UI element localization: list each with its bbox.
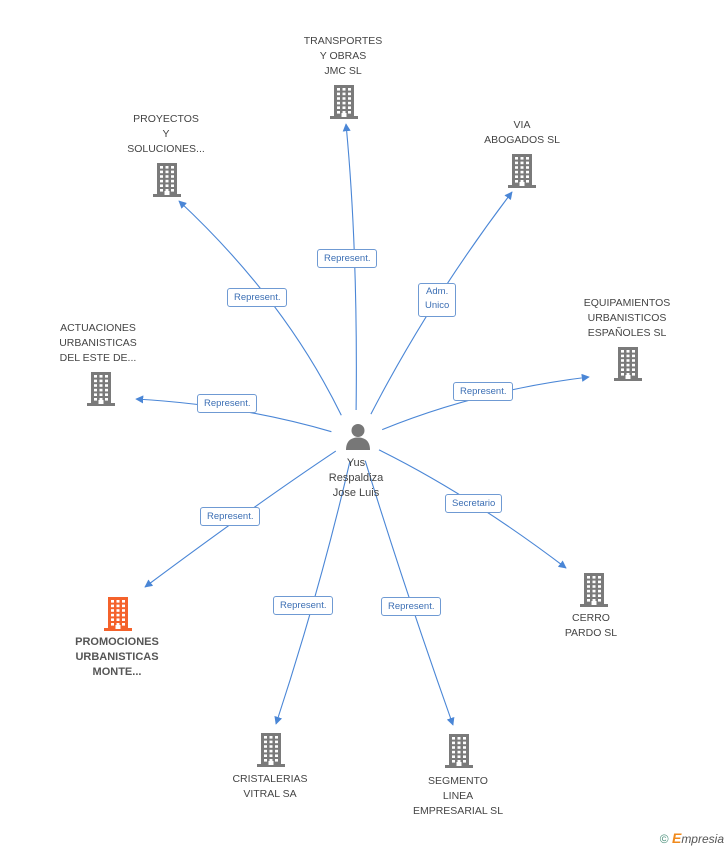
relation-label-text: Represent.	[207, 511, 254, 522]
relation-label-text: Represent.	[280, 600, 327, 611]
company-name-line: CERRO	[572, 612, 610, 624]
building-icon	[153, 163, 181, 197]
relation-label-transportes[interactable]: Represent.	[317, 249, 378, 268]
center-person-label: Yus Respaldiza Jose Luis	[271, 456, 441, 501]
relation-label-via[interactable]: Adm. Unico	[418, 283, 457, 317]
company-name-label: EQUIPAMIENTOS URBANISTICOS ESPAÑOLES SL	[542, 296, 712, 341]
relation-label-text: Represent.	[234, 292, 281, 303]
company-name-line: Y	[162, 128, 170, 140]
building-icon	[330, 85, 358, 119]
company-name-line: ACTUACIONES	[60, 322, 136, 334]
relation-label-text: Represent.	[204, 398, 251, 409]
empresia-logo-text: mpresia	[681, 832, 724, 846]
company-name-line: MONTE...	[92, 666, 142, 678]
relation-label-text: Represent.	[324, 253, 371, 264]
center-label-line: Jose Luis	[332, 487, 380, 499]
relation-label-promociones[interactable]: Represent.	[200, 507, 261, 526]
relation-label-text: Adm.	[426, 286, 449, 297]
company-name-line: TRANSPORTES	[303, 35, 383, 47]
building-icon	[614, 347, 642, 381]
company-name-label: SEGMENTO LINEA EMPRESARIAL SL	[373, 774, 543, 819]
company-name-line: URBANISTICAS	[75, 651, 159, 663]
relation-label-text: Secretario	[452, 498, 496, 509]
company-name-label: PROYECTOS Y SOLUCIONES...	[81, 112, 251, 157]
center-label-line: Respaldiza	[328, 472, 384, 484]
company-name-line: VIA	[513, 119, 531, 131]
company-name-line: JMC SL	[324, 65, 362, 77]
company-name-line: SOLUCIONES...	[127, 143, 205, 155]
company-name-line: DEL ESTE DE...	[59, 352, 137, 364]
empresia-copyright: © Empresia	[660, 830, 724, 846]
company-name-line: LINEA	[442, 790, 474, 802]
edge-proyectos	[178, 200, 342, 416]
company-name-label: PROMOCIONES URBANISTICAS MONTE...	[32, 635, 202, 680]
edge-cristalerias	[274, 460, 351, 725]
building-icon	[257, 733, 285, 767]
company-name-line: VITRAL SA	[243, 788, 297, 800]
relation-label-equipamientos[interactable]: Represent.	[453, 382, 514, 401]
center-label-line: Yus	[346, 457, 366, 469]
company-name-line: ESPAÑOLES SL	[587, 327, 667, 339]
company-name-line: SEGMENTO	[428, 775, 488, 787]
copyright-symbol: ©	[659, 832, 669, 846]
company-name-line: EMPRESARIAL SL	[412, 805, 504, 817]
company-name-line: URBANISTICAS	[59, 337, 137, 349]
relation-label-segmento[interactable]: Represent.	[381, 597, 442, 616]
relation-label-proyectos[interactable]: Represent.	[227, 288, 288, 307]
building-icon	[508, 154, 536, 188]
company-name-line: ABOGADOS SL	[484, 134, 560, 146]
relation-label-text: Unico	[425, 300, 450, 311]
person-icon	[346, 424, 370, 450]
empresia-logo-initial: E	[671, 830, 682, 846]
building-icon	[87, 372, 115, 406]
company-name-line: URBANISTICOS	[587, 312, 667, 324]
relation-label-cristalerias[interactable]: Represent.	[273, 596, 334, 615]
company-name-line: PARDO SL	[564, 627, 618, 639]
relation-label-text: Represent.	[460, 386, 507, 397]
relation-label-actuaciones[interactable]: Represent.	[197, 394, 258, 413]
company-name-label: CRISTALERIAS VITRAL SA	[185, 772, 355, 802]
building-icon	[580, 573, 608, 607]
company-name-line: Y OBRAS	[319, 50, 367, 62]
company-name-line: EQUIPAMIENTOS	[583, 297, 671, 309]
company-name-label: CERRO PARDO SL	[506, 611, 676, 641]
company-name-label: ACTUACIONES URBANISTICAS DEL ESTE DE...	[13, 321, 183, 366]
company-name-line: PROMOCIONES	[75, 636, 159, 648]
edge-segmento	[364, 460, 455, 726]
building-icon	[445, 734, 473, 768]
relation-label-cerro[interactable]: Secretario	[445, 494, 503, 513]
company-name-label: TRANSPORTES Y OBRAS JMC SL	[258, 34, 428, 79]
company-name-label: VIA ABOGADOS SL	[437, 118, 607, 148]
building-icon	[104, 597, 132, 631]
company-name-line: CRISTALERIAS	[232, 773, 308, 785]
company-name-line: PROYECTOS	[133, 113, 199, 125]
relation-label-text: Represent.	[388, 601, 435, 612]
